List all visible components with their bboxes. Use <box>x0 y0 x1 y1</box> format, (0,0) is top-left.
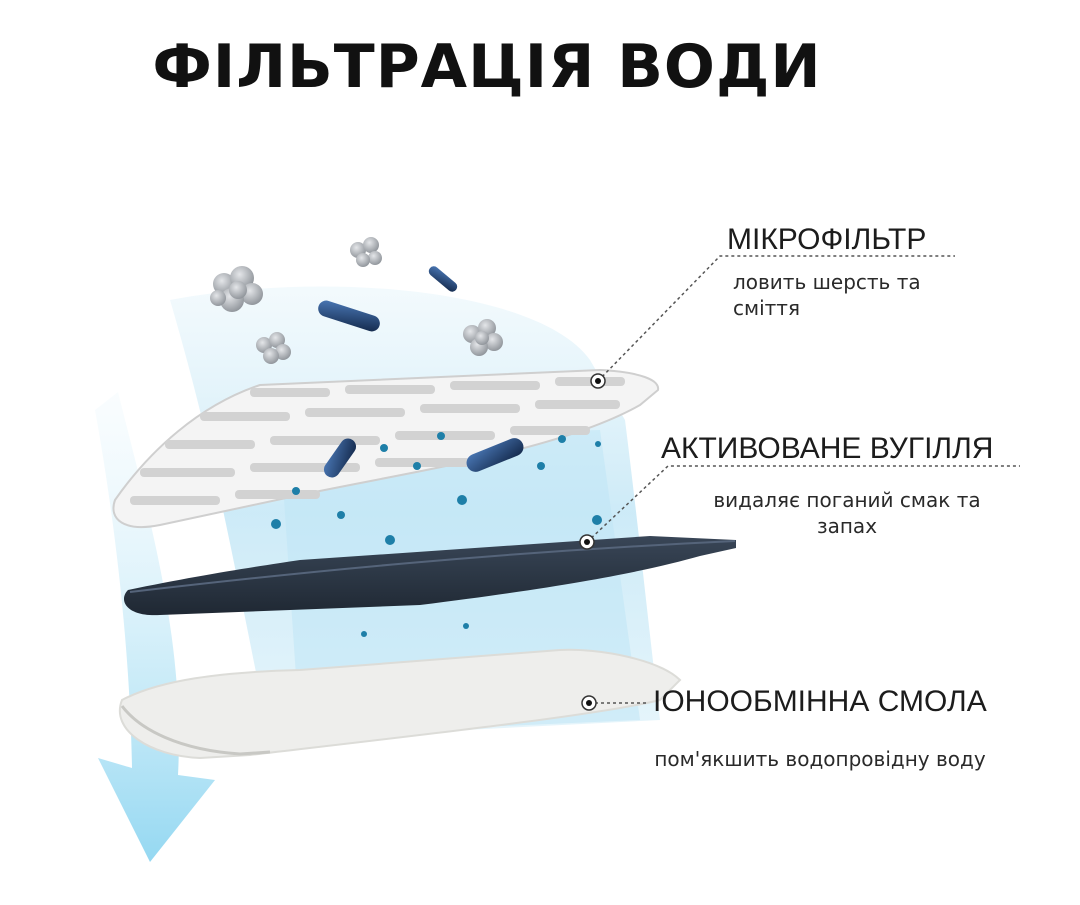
dirt-cluster-icon <box>210 266 263 312</box>
ion-exchange-resin-layer <box>119 648 682 760</box>
water-drop-icon <box>385 535 395 545</box>
carbon-title: АКТИВОВАНЕ ВУГІЛЛЯ <box>661 432 994 465</box>
water-drop-icon <box>558 435 566 443</box>
water-drop-icon <box>380 444 388 452</box>
water-drop-icon <box>437 432 445 440</box>
dirt-cluster-icon <box>463 319 503 356</box>
page-title: ФІЛЬТРАЦІЯ ВОДИ <box>152 32 822 102</box>
water-drop-icon <box>537 462 545 470</box>
water-drop-icon <box>292 487 300 495</box>
bacteria-icon <box>428 266 458 292</box>
water-drop-icon <box>463 623 469 629</box>
resin-title: ІОНООБМІННА СМОЛА <box>653 685 987 718</box>
water-drop-icon <box>457 495 467 505</box>
water-drop-icon <box>361 631 367 637</box>
leader-lines <box>586 255 1020 704</box>
water-drop-icon <box>271 519 281 529</box>
bacteria-icon <box>318 300 380 332</box>
leader-line-carbon <box>586 465 1020 543</box>
bacteria-icon <box>323 438 357 478</box>
leader-line-microfilter <box>597 255 955 382</box>
water-drop-icon <box>595 441 601 447</box>
activated-carbon-layer <box>123 536 736 616</box>
bacteria-icon <box>466 438 524 472</box>
water-drop-icon <box>413 462 421 470</box>
dirt-cluster-icon <box>350 237 382 267</box>
microfilter-title: МІКРОФІЛЬТР <box>727 223 927 256</box>
resin-description: пом'якшить водопровідну воду <box>654 747 986 771</box>
carbon-description: видаляє поганий смак та запах <box>713 488 981 538</box>
water-drop-icon <box>592 515 602 525</box>
water-drop-icon <box>337 511 345 519</box>
mesh-slots <box>130 377 625 505</box>
microfilter-description: ловить шерсть та сміття <box>733 270 921 320</box>
leader-markers <box>579 373 606 711</box>
dirt-cluster-icon <box>256 332 291 364</box>
water-particles <box>271 432 602 637</box>
